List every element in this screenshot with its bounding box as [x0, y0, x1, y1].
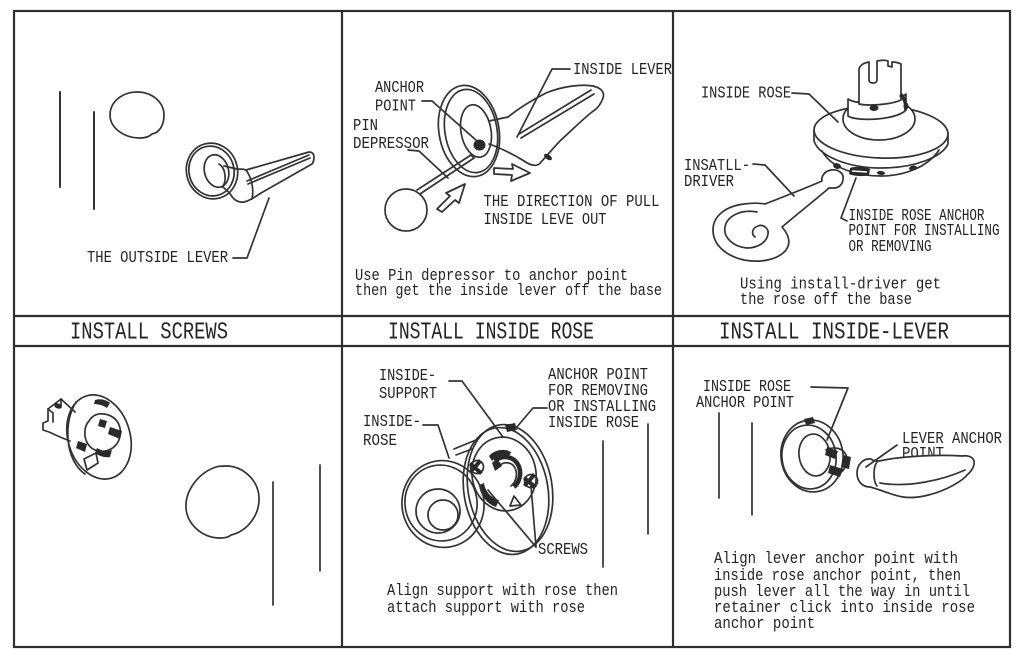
svg-text:retainer click into inside ros: retainer click into inside rose — [714, 599, 975, 618]
svg-text:INSIDE LEVE OUT: INSIDE LEVE OUT — [484, 211, 607, 230]
svg-text:SUPPORT: SUPPORT — [379, 385, 437, 404]
svg-text:Align lever anchor point with: Align lever anchor point with — [714, 550, 958, 569]
svg-text:Use Pin depressor to anchor po: Use Pin depressor to anchor point — [355, 267, 628, 286]
svg-text:ANCHOR POINT: ANCHOR POINT — [696, 394, 794, 413]
svg-text:THE OUTSIDE LEVER: THE OUTSIDE LEVER — [87, 249, 228, 268]
svg-text:PIN: PIN — [353, 117, 378, 136]
svg-text:ANCHOR POINT: ANCHOR POINT — [548, 366, 648, 385]
svg-text:INSTALL INSIDE ROSE: INSTALL INSIDE ROSE — [388, 320, 594, 347]
svg-text:INSIDE ROSE: INSIDE ROSE — [548, 414, 639, 433]
svg-text:INSIDE LEVER: INSIDE LEVER — [573, 61, 672, 80]
svg-text:DRIVER: DRIVER — [684, 173, 734, 192]
svg-text:POINT: POINT — [375, 98, 416, 117]
svg-text:FOR REMOVING: FOR REMOVING — [548, 382, 648, 401]
svg-text:INSIDE ROSE: INSIDE ROSE — [703, 378, 791, 397]
svg-text:INSTALL INSIDE-LEVER: INSTALL INSIDE-LEVER — [719, 320, 949, 347]
svg-text:then get the inside lever off: then get the inside lever off the base — [355, 282, 662, 301]
svg-text:SCREWS: SCREWS — [538, 541, 588, 560]
svg-text:DEPRESSOR: DEPRESSOR — [353, 135, 429, 154]
svg-text:push lever all the way in unti: push lever all the way in until — [714, 583, 970, 602]
svg-text:attach support with rose: attach support with rose — [387, 599, 585, 618]
svg-text:ROSE: ROSE — [363, 432, 397, 451]
svg-text:INSIDE ROSE: INSIDE ROSE — [701, 85, 791, 104]
svg-text:INSIDE ROSE ANCHOR: INSIDE ROSE ANCHOR — [849, 207, 985, 226]
svg-text:OR INSTALLING: OR INSTALLING — [548, 398, 656, 417]
svg-text:THE DIRECTION OF PULL: THE DIRECTION OF PULL — [484, 193, 660, 212]
svg-text:anchor point: anchor point — [714, 615, 815, 634]
svg-text:POINT FOR INSTALLING: POINT FOR INSTALLING — [849, 222, 1000, 241]
svg-text:INSTALL SCREWS: INSTALL SCREWS — [70, 320, 228, 347]
svg-text:INSIDE-: INSIDE- — [379, 367, 436, 386]
svg-text:OR REMOVING: OR REMOVING — [849, 238, 932, 257]
svg-text:Align support with rose then: Align support with rose then — [387, 582, 618, 601]
svg-text:ANCHOR: ANCHOR — [375, 79, 424, 98]
svg-text:inside rose anchor point, then: inside rose anchor point, then — [714, 567, 961, 586]
svg-text:INSIDE-: INSIDE- — [363, 413, 421, 432]
svg-text:the rose off the base: the rose off the base — [740, 291, 912, 310]
svg-text:LEVER ANCHOR: LEVER ANCHOR — [902, 430, 1002, 449]
svg-text:Using install-driver get: Using install-driver get — [740, 276, 941, 295]
svg-text:INSATLL-: INSATLL- — [684, 157, 750, 176]
